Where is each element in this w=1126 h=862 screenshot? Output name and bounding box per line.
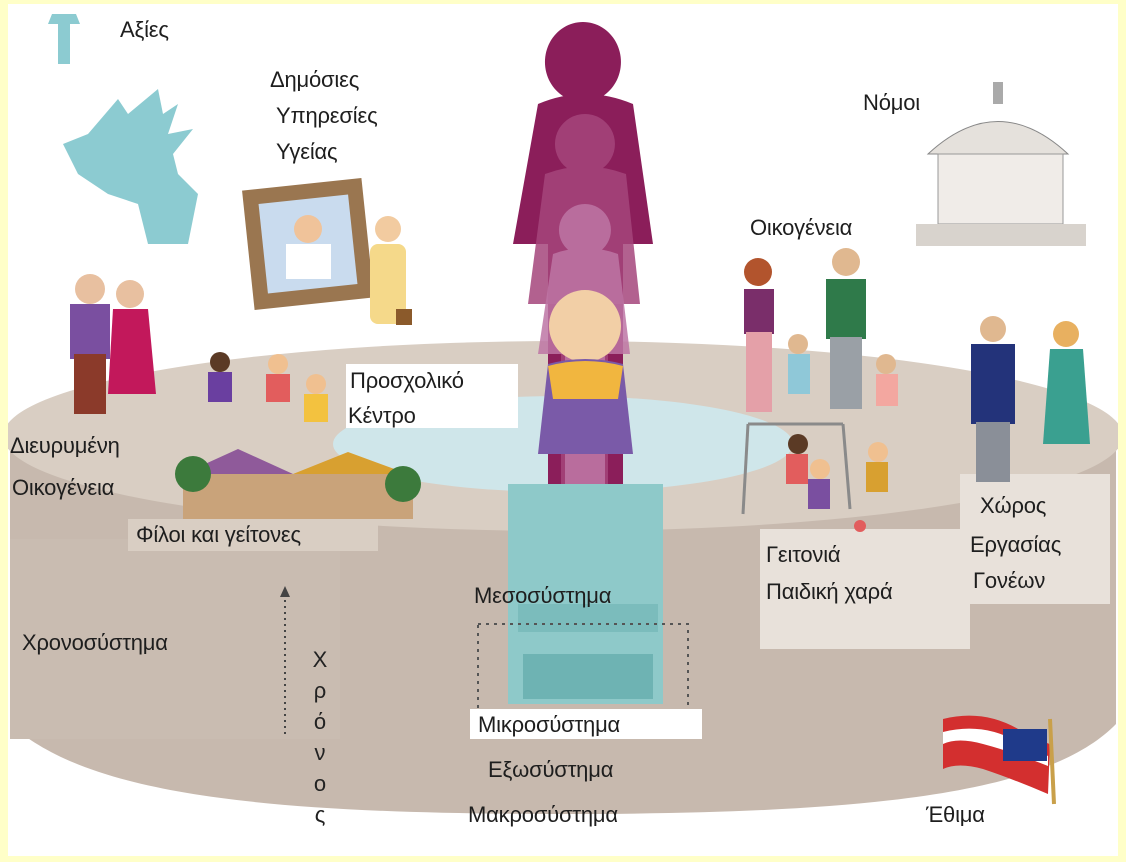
statue-of-liberty-icon: [48, 14, 198, 244]
label-preschool-2: Κέντρο: [348, 402, 416, 429]
grandparents-figures: [70, 274, 156, 414]
time-letter: ν: [308, 737, 332, 768]
label-workplace-1: Χώρος: [980, 492, 1046, 519]
doctor-frame: [242, 178, 374, 310]
label-workplace-3: Γονέων: [973, 567, 1045, 594]
label-extended-family-2: Οικογένεια: [12, 474, 114, 501]
label-neighborhood-2: Παιδική χαρά: [766, 578, 893, 605]
baby-shirt: [548, 361, 623, 399]
label-extended-family-1: Διευρυμένη: [10, 432, 120, 459]
label-exosystem: Εξωσύστημα: [488, 756, 613, 783]
time-letter: ς: [308, 799, 332, 830]
label-chronosystem: Χρονοσύστημα: [22, 629, 168, 656]
nurse-figure: [370, 216, 412, 325]
label-friends-neighbors: Φίλοι και γείτονες: [136, 521, 301, 548]
label-mesosystem: Μεσοσύστημα: [474, 582, 611, 609]
label-values: Αξίες: [120, 16, 169, 43]
time-letter: ρ: [308, 675, 332, 706]
baby-head: [549, 290, 621, 362]
label-neighborhood-1: Γειτονιά: [766, 541, 840, 568]
label-public-health-2: Υπηρεσίες: [276, 102, 378, 129]
label-preschool-1: Προσχολικό: [350, 367, 464, 394]
label-laws: Νόμοι: [863, 89, 920, 116]
label-family: Οικογένεια: [750, 214, 852, 241]
label-public-health-1: Δημόσιες: [270, 66, 359, 93]
label-public-health-3: Υγείας: [276, 138, 337, 165]
label-customs: Έθιμα: [926, 801, 985, 828]
label-macrosystem: Μακροσύστημα: [468, 801, 618, 828]
time-letter: Χ: [308, 644, 332, 675]
capitol-building-icon: [916, 82, 1086, 246]
pillar-base: [523, 654, 653, 699]
diagram-frame: Αξίες Δημόσιες Υπηρεσίες Υγείας Νόμοι Οι…: [8, 4, 1118, 856]
label-microsystem: Μικροσύστημα: [478, 711, 620, 738]
time-vertical-label: Χ ρ ό ν ο ς: [308, 644, 332, 830]
label-workplace-2: Εργασίας: [970, 531, 1061, 558]
time-letter: ό: [308, 706, 332, 737]
time-letter: ο: [308, 768, 332, 799]
